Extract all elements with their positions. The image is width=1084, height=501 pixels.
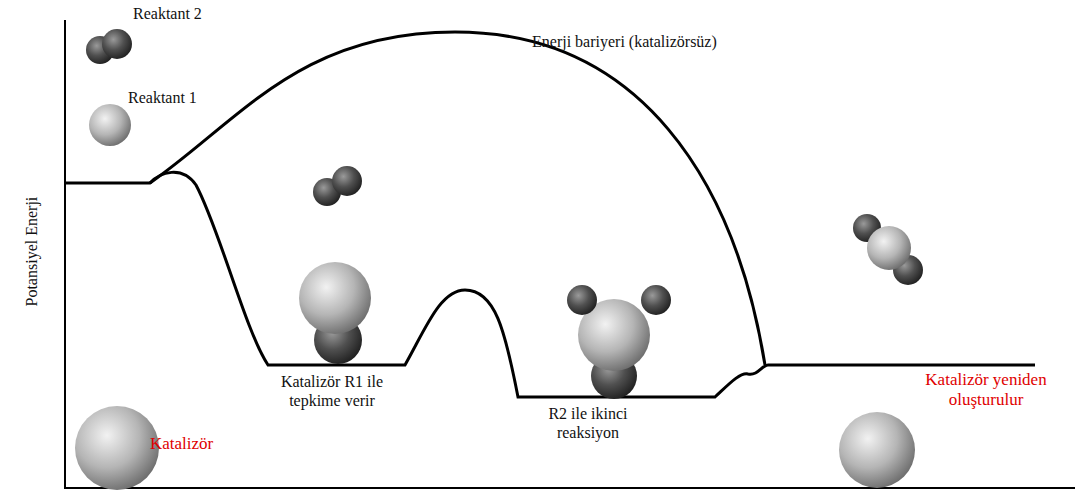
catalyst-sphere <box>299 262 371 334</box>
catalyst-label: Katalizör <box>150 434 213 454</box>
reactant-label: Reaktant 2 <box>133 4 202 23</box>
reactant2-atom <box>332 166 362 196</box>
barrier-label: Enerji bariyeri (katalizörsüz) <box>532 32 717 51</box>
regeneration-label: Katalizör yeniden oluşturulur <box>898 370 1074 411</box>
y-axis <box>64 20 66 489</box>
step-label: R2 ile ikinci reaksiyon <box>528 404 648 442</box>
catalyst-sphere <box>75 406 159 490</box>
catalysed-path <box>150 172 1035 397</box>
reactant1-sphere <box>89 104 131 146</box>
product-core <box>867 226 911 270</box>
uncatalysed-barrier <box>65 32 765 365</box>
step-label: Katalizör R1 ile tepkime verir <box>262 372 402 410</box>
reactant2-atom <box>567 285 597 315</box>
reactant2-atom <box>641 285 671 315</box>
reactant-label: Reaktant 1 <box>128 88 197 107</box>
x-axis <box>64 487 1075 489</box>
reactant2-atom <box>102 29 132 59</box>
axis-label: Potansiyel Enerji <box>22 197 41 307</box>
catalyst-sphere <box>839 412 915 488</box>
